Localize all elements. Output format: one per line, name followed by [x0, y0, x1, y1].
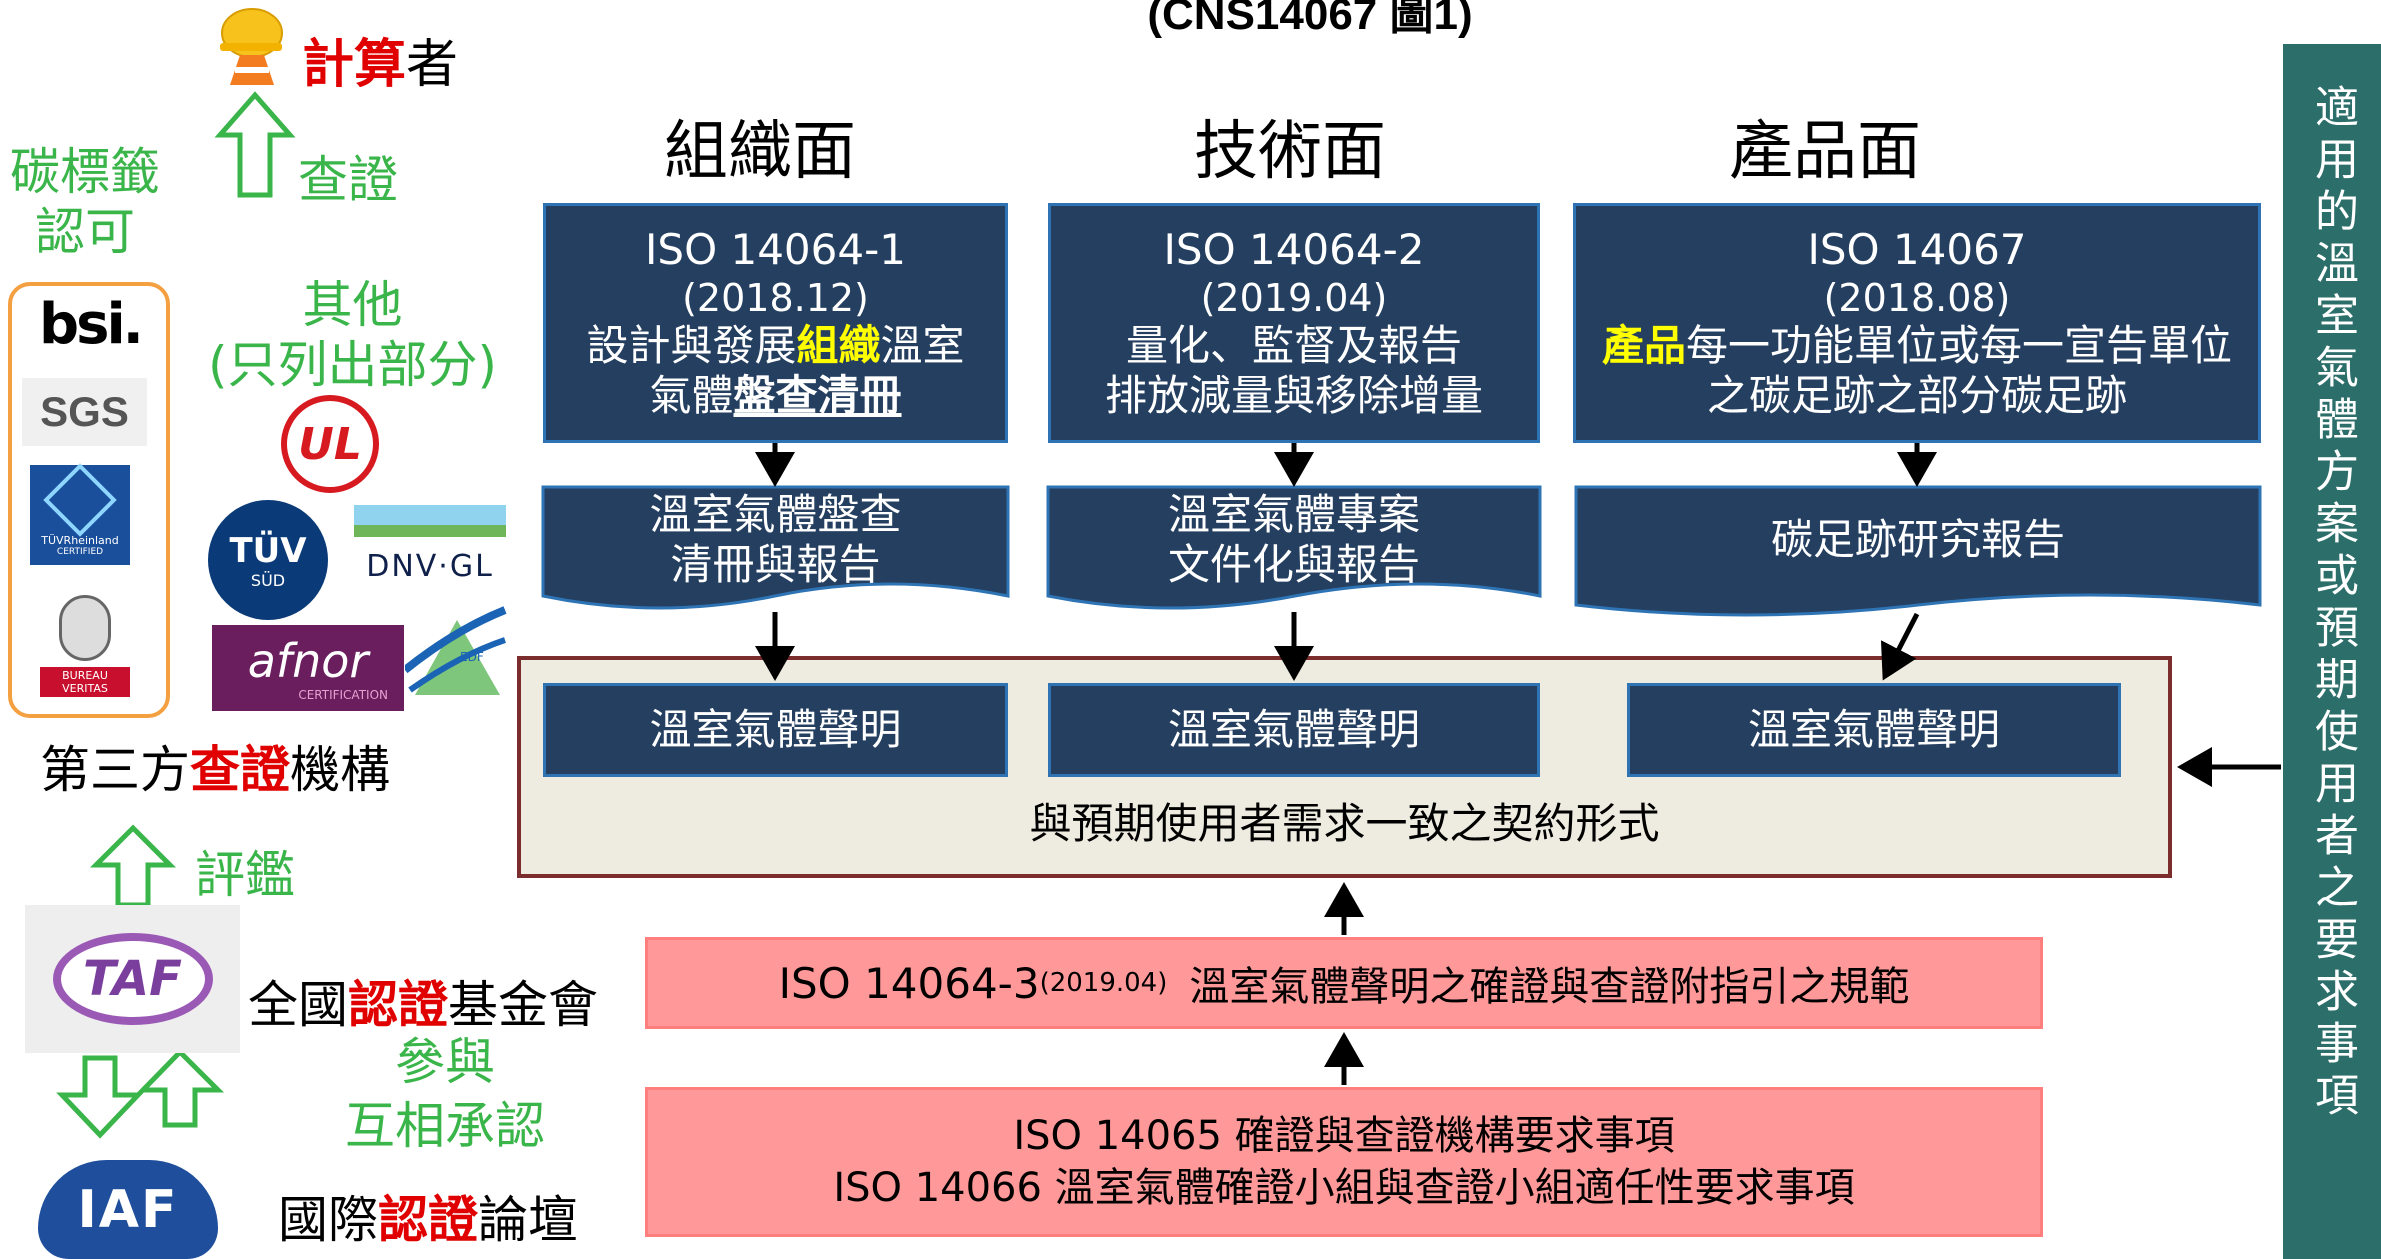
edf-logo: EDF [405, 600, 510, 710]
edf-text: EDF [460, 650, 484, 664]
statement-box-2: 溫室氣體聲明 [1048, 683, 1540, 777]
bsi-logo: bsi. [39, 292, 144, 357]
iso14064-2-box: ISO 14064-2 (2019.04) 量化、監督及報告 排放減量與移除增量 [1048, 203, 1540, 443]
other-line1: 其他 [302, 276, 403, 334]
tuv-rh-sub: CERTIFIED [56, 546, 104, 557]
iso14067-box: ISO 14067 (2018.08) 產品每一功能單位或每一宣告單位 之碳足跡… [1573, 203, 2261, 443]
dnv-gl-logo: DNV·GL [354, 505, 506, 595]
worker-icon [210, 5, 290, 90]
side-requirements-bar: 適用的溫室氣體方案或預期使用者之要求事項 [2283, 44, 2381, 1259]
contract-label: 與預期使用者需求一致之契約形式 [1029, 799, 1660, 848]
mutual-up-arrow [137, 1048, 225, 1128]
iaf-logo: IAF [38, 1160, 218, 1259]
taf-logo: TAF [25, 905, 240, 1053]
iso14066-line: ISO 14066 溫室氣體確證小組與查證小組適任性要求事項 [833, 1165, 1855, 1211]
mutual-line2: 互相承認 [345, 1097, 545, 1155]
heading-tech: 技術面 [1194, 115, 1386, 189]
dnv-text: DNV·GL [366, 549, 494, 584]
heading-prod: 產品面 [1729, 115, 1921, 189]
verify-up-arrow [214, 91, 296, 198]
tuv-sud-sub: SÜD [250, 570, 286, 590]
mutual-recognition-label: 參與 互相承認 [330, 1030, 560, 1158]
iso14064-1-desc2: 氣體盤查清冊 [649, 371, 902, 420]
doc-label-1-line2: 清冊與報告 [670, 540, 881, 589]
third-party-verification-bodies: 第三方查證機構 [40, 741, 390, 799]
statement-box-3: 溫室氣體聲明 [1627, 683, 2121, 777]
bureau-veritas-logo: BUREAU VERITAS [40, 590, 130, 702]
iso14064-2-desc2: 排放減量與移除增量 [1104, 371, 1483, 420]
iso14064-1-std: ISO 14064-1 [645, 225, 906, 274]
iaf-text: IAF [77, 1179, 179, 1240]
iso14067-desc1: 產品每一功能單位或每一宣告單位 [1601, 321, 2233, 370]
iso14064-1-version: (2018.12) [682, 276, 869, 320]
tuv-sud-logo: TÜV SÜD [208, 500, 328, 620]
side-requirements-text: 適用的溫室氣體方案或預期使用者之要求事項 [2307, 84, 2358, 1124]
doc-shape-3 [1574, 485, 2262, 617]
carbon-label-accreditation: 碳標籤 認可 [5, 142, 165, 262]
afnor-sub: CERTIFICATION [298, 688, 388, 702]
heading-org: 組織面 [664, 115, 856, 189]
statement-box-1: 溫室氣體聲明 [543, 683, 1008, 777]
assess-up-arrow [89, 824, 177, 908]
diagram-title: (CNS14067 圖1) [1147, 0, 1473, 39]
carbon-label-logo-frame [8, 282, 170, 718]
carbon-label-line1: 碳標籤 [10, 143, 160, 201]
iso14067-std: ISO 14067 [1807, 225, 2027, 274]
iso14064-3-std: ISO 14064-3 [778, 958, 1040, 1008]
iaf-label: 國際認證論壇 [278, 1191, 578, 1249]
doc-label-2-line2: 文件化與報告 [1167, 540, 1420, 589]
iso14064-2-version: (2019.04) [1200, 276, 1388, 320]
iso14067-version: (2018.08) [1823, 276, 2011, 320]
doc-label-1-line1: 溫室氣體盤查 [649, 490, 902, 539]
calculator-label: 計算者 [302, 35, 459, 95]
iso14064-1-desc1: 設計與發展組織溫室 [586, 321, 965, 370]
iso14065-line: ISO 14065 確證與查證機構要求事項 [1013, 1113, 1675, 1159]
bv-text: BUREAU VERITAS [40, 667, 130, 697]
iso14064-3-desc: 溫室氣體聲明之確證與查證附指引之規範 [1189, 964, 1910, 1010]
ul-logo: UL [281, 395, 379, 493]
afnor-logo: afnor CERTIFICATION [212, 625, 404, 711]
doc-shape-2 [1046, 485, 1542, 610]
taf-label: 全國認證基金會 [248, 976, 598, 1034]
iso14064-3-box: ISO 14064-3 (2019.04) 溫室氣體聲明之確證與查證附指引之規範 [645, 937, 2043, 1029]
mutual-down-arrow [56, 1055, 144, 1139]
doc-label-2-line1: 溫室氣體專案 [1167, 490, 1420, 539]
assess-label: 評鑑 [195, 846, 295, 904]
iso14065-box: ISO 14065 確證與查證機構要求事項 ISO 14066 溫室氣體確證小組… [645, 1087, 2043, 1237]
other-bodies-label: 其他 (只列出部分) [200, 275, 505, 395]
doc-label-1: 溫室氣體盤查 清冊與報告 [543, 490, 1008, 590]
tuv-sud-text: TÜV [229, 530, 307, 571]
doc-label-2: 溫室氣體專案 文件化與報告 [1048, 490, 1540, 590]
sgs-logo: SGS [22, 378, 147, 446]
iso14064-3-version: (2019.04) [1039, 968, 1168, 998]
iso14064-2-desc1: 量化、監督及報告 [1125, 321, 1462, 370]
tuv-rheinland-logo: TÜVRheinland CERTIFIED [30, 462, 130, 565]
doc-shape-1 [541, 485, 1010, 610]
mutual-line1: 參與 [395, 1033, 495, 1091]
arrow-doc3-stmt3 [1880, 612, 1920, 681]
doc-label-3: 碳足跡研究報告 [1770, 515, 2065, 564]
other-line2: (只列出部分) [207, 336, 497, 394]
iso14064-2-std: ISO 14064-2 [1163, 225, 1425, 274]
iso14064-1-box: ISO 14064-1 (2018.12) 設計與發展組織溫室 氣體盤查清冊 [543, 203, 1008, 443]
tuv-rh-text: TÜVRheinland [41, 533, 119, 547]
iso14067-desc2: 之碳足跡之部分碳足跡 [1706, 371, 2127, 420]
verify-label: 查證 [298, 151, 398, 209]
carbon-label-line2: 認可 [35, 203, 135, 261]
afnor-text: afnor [247, 634, 369, 688]
taf-text: TAF [83, 951, 182, 1007]
